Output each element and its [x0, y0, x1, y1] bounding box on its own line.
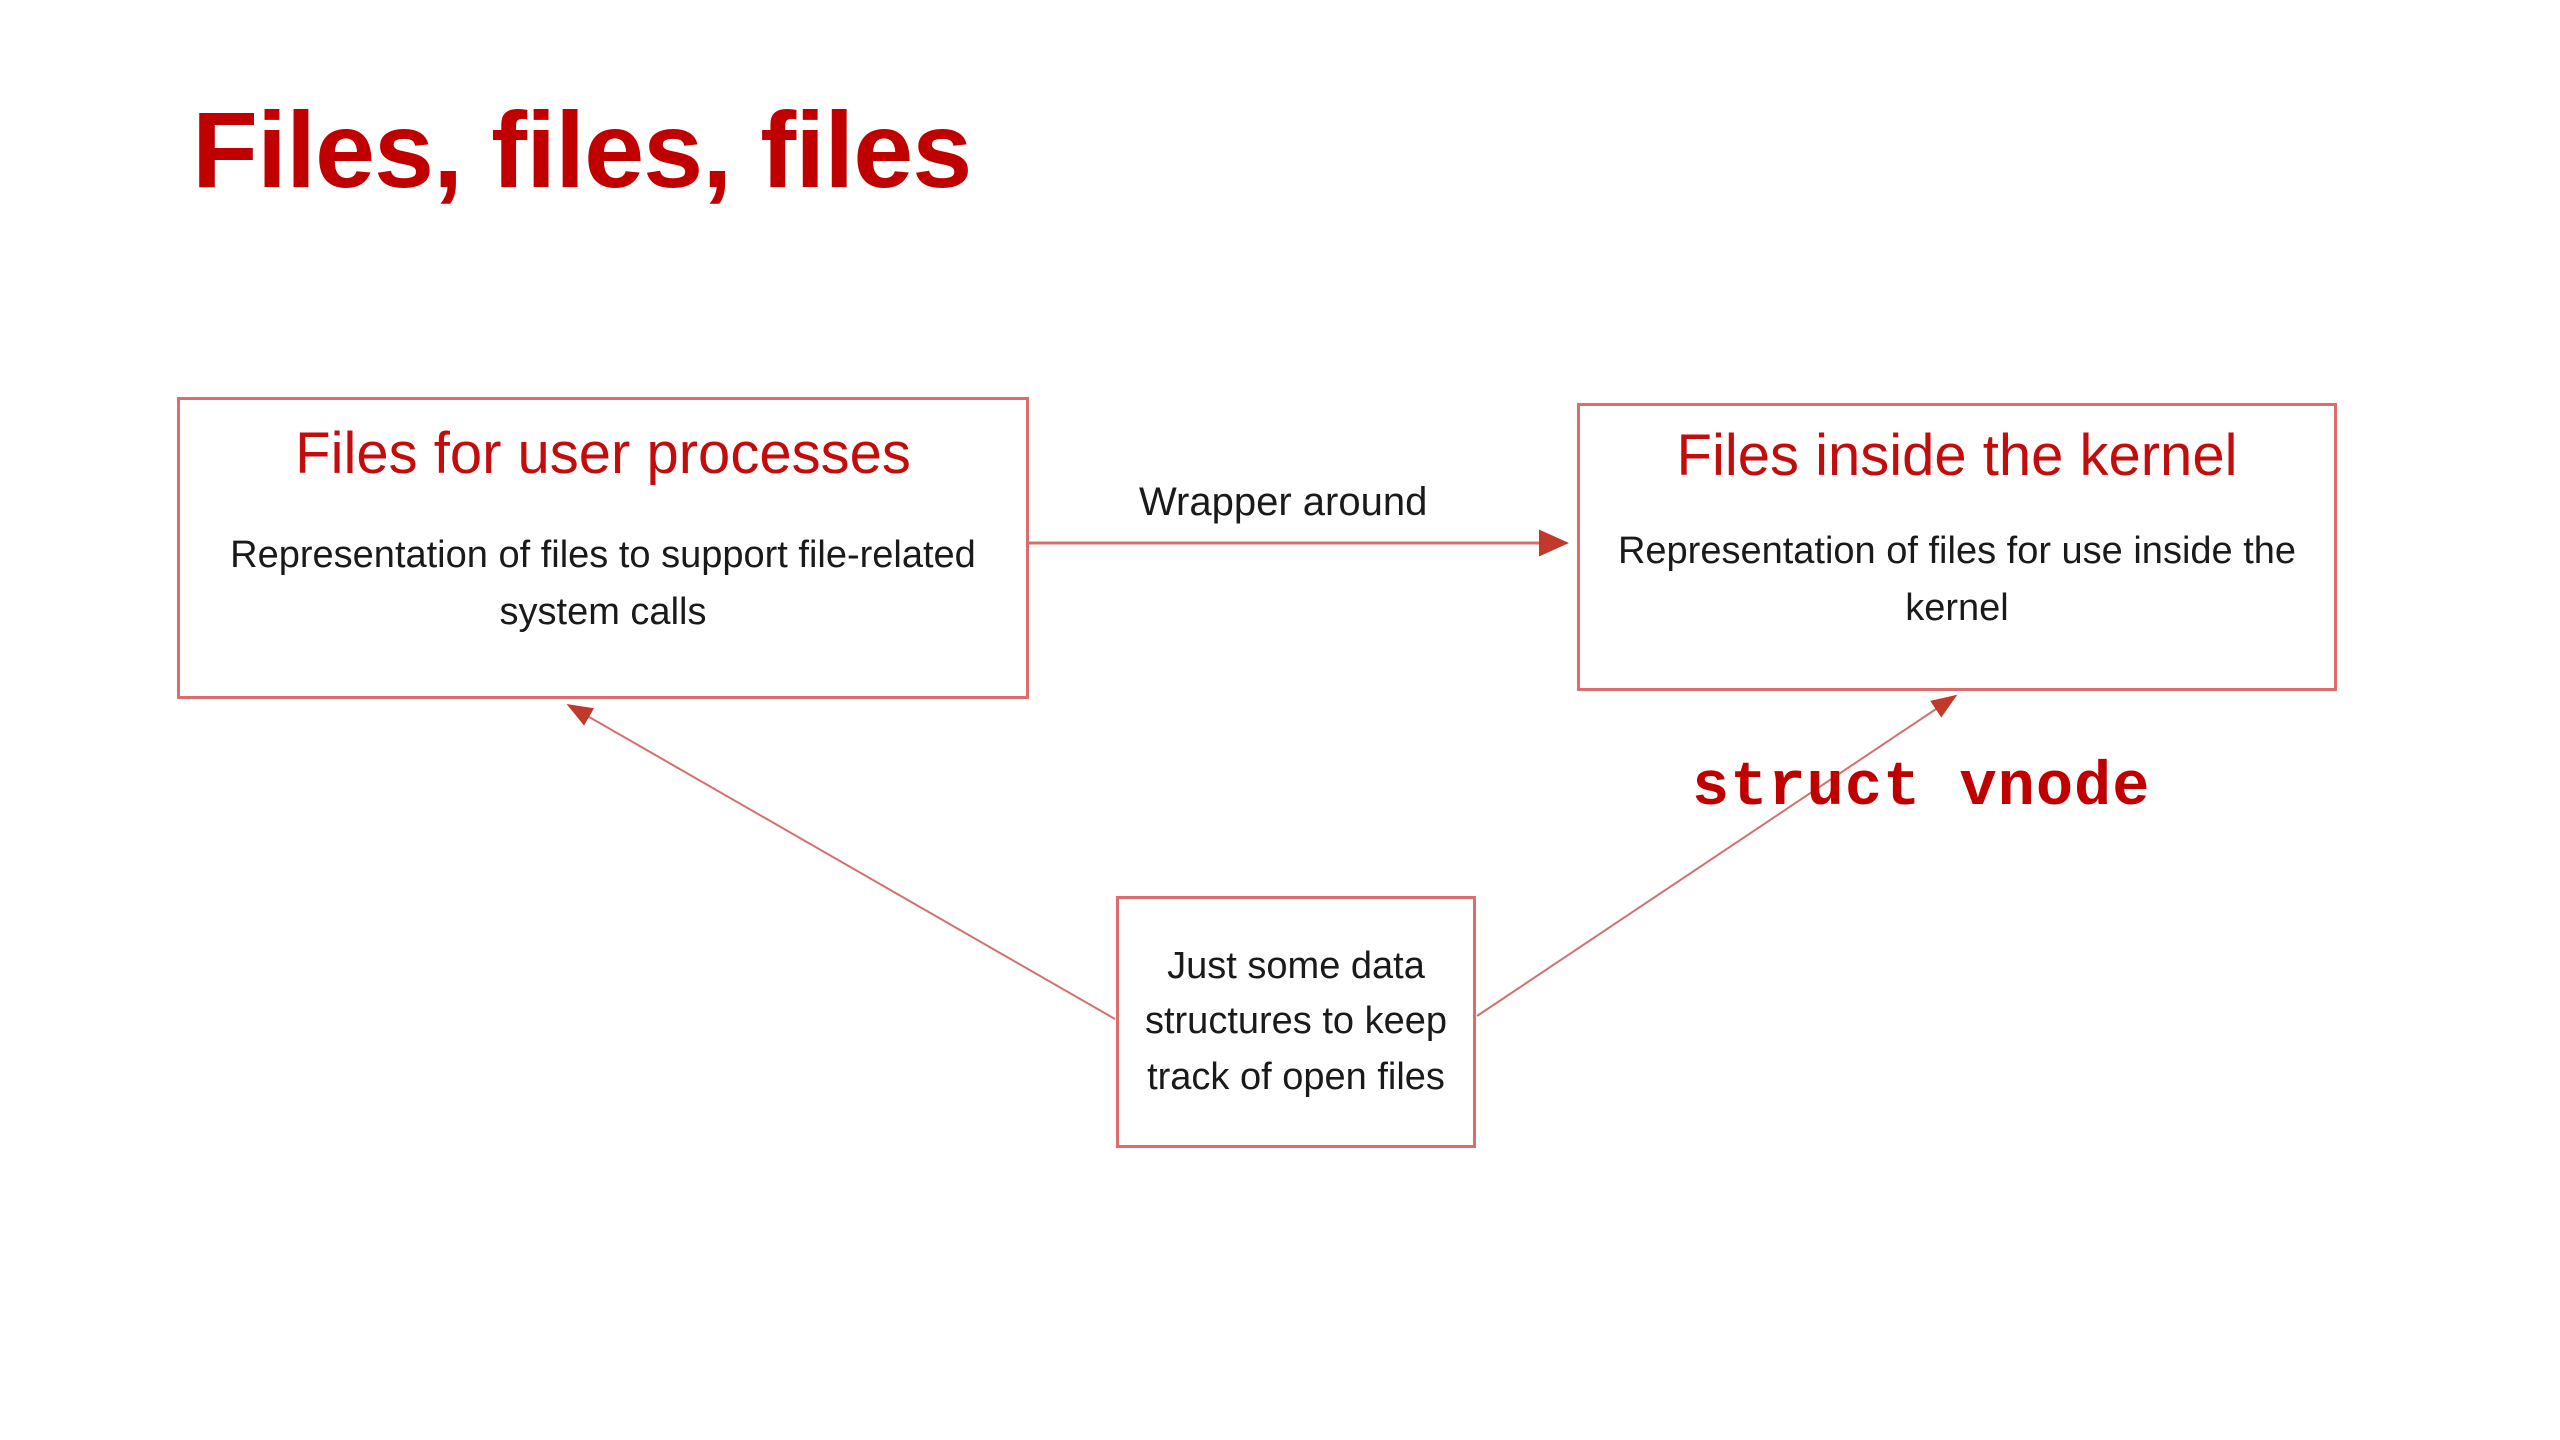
box-body-user-processes: Representation of files to support file-… [230, 533, 976, 633]
edge-label-wrapper-around: Wrapper around [1139, 480, 1428, 524]
box-body-data-structures: Just some data structures to keep track … [1144, 944, 1448, 1098]
page-title: Files, files, files [192, 89, 972, 210]
datastructs-to-kernel-arrow [1476, 694, 1958, 1017]
box-files-for-user-processes[interactable]: Files for user processes Representation … [177, 397, 1029, 699]
box-heading-user-processes: Files for user processes [295, 421, 911, 486]
box-just-some-data-structures[interactable]: Just some data structures to keep track … [1116, 896, 1476, 1148]
box-heading-kernel-files: Files inside the kernel [1676, 423, 2238, 488]
code-label-struct-vnode: struct vnode [1692, 752, 2151, 823]
box-body-kernel-files: Representation of files for use inside t… [1617, 529, 2297, 629]
datastructs-to-user-arrow [566, 704, 1116, 1020]
box-files-inside-the-kernel[interactable]: Files inside the kernel Representation o… [1577, 403, 2337, 691]
